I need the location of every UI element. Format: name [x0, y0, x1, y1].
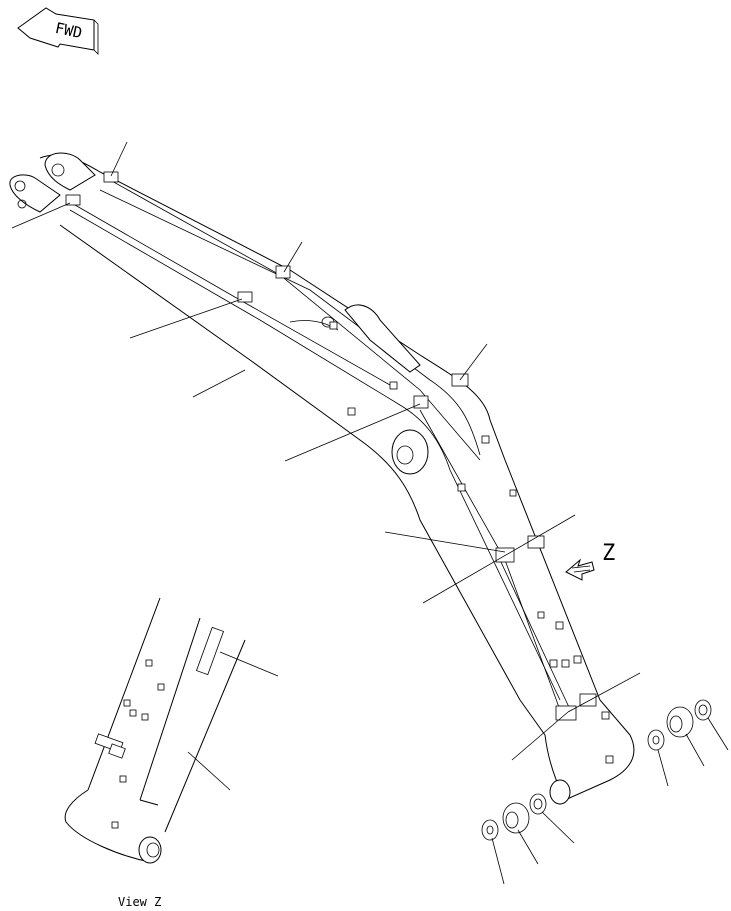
clamp-part: [103, 171, 119, 183]
pin-hardware: [481, 699, 712, 841]
view-z-label: Z: [602, 541, 615, 566]
view-z-caption: View Z: [118, 895, 161, 907]
fwd-direction-marker: FWD: [17, 7, 99, 55]
view-z-inset: View Z: [64, 597, 279, 909]
leader-lines: [11, 141, 729, 885]
clamp-part: [275, 265, 291, 279]
hatched-arrow-icon: [565, 558, 595, 581]
clamp-part: [65, 194, 81, 206]
view-z-indicator: Z: [565, 541, 615, 581]
clamp-part: [237, 291, 253, 303]
clamp-part: [495, 547, 515, 563]
boom-body: [9, 152, 635, 805]
clamp-part: [555, 705, 577, 721]
clamp-parts: [65, 171, 614, 764]
clamp-part: [413, 395, 429, 409]
fwd-label: FWD: [54, 19, 84, 42]
